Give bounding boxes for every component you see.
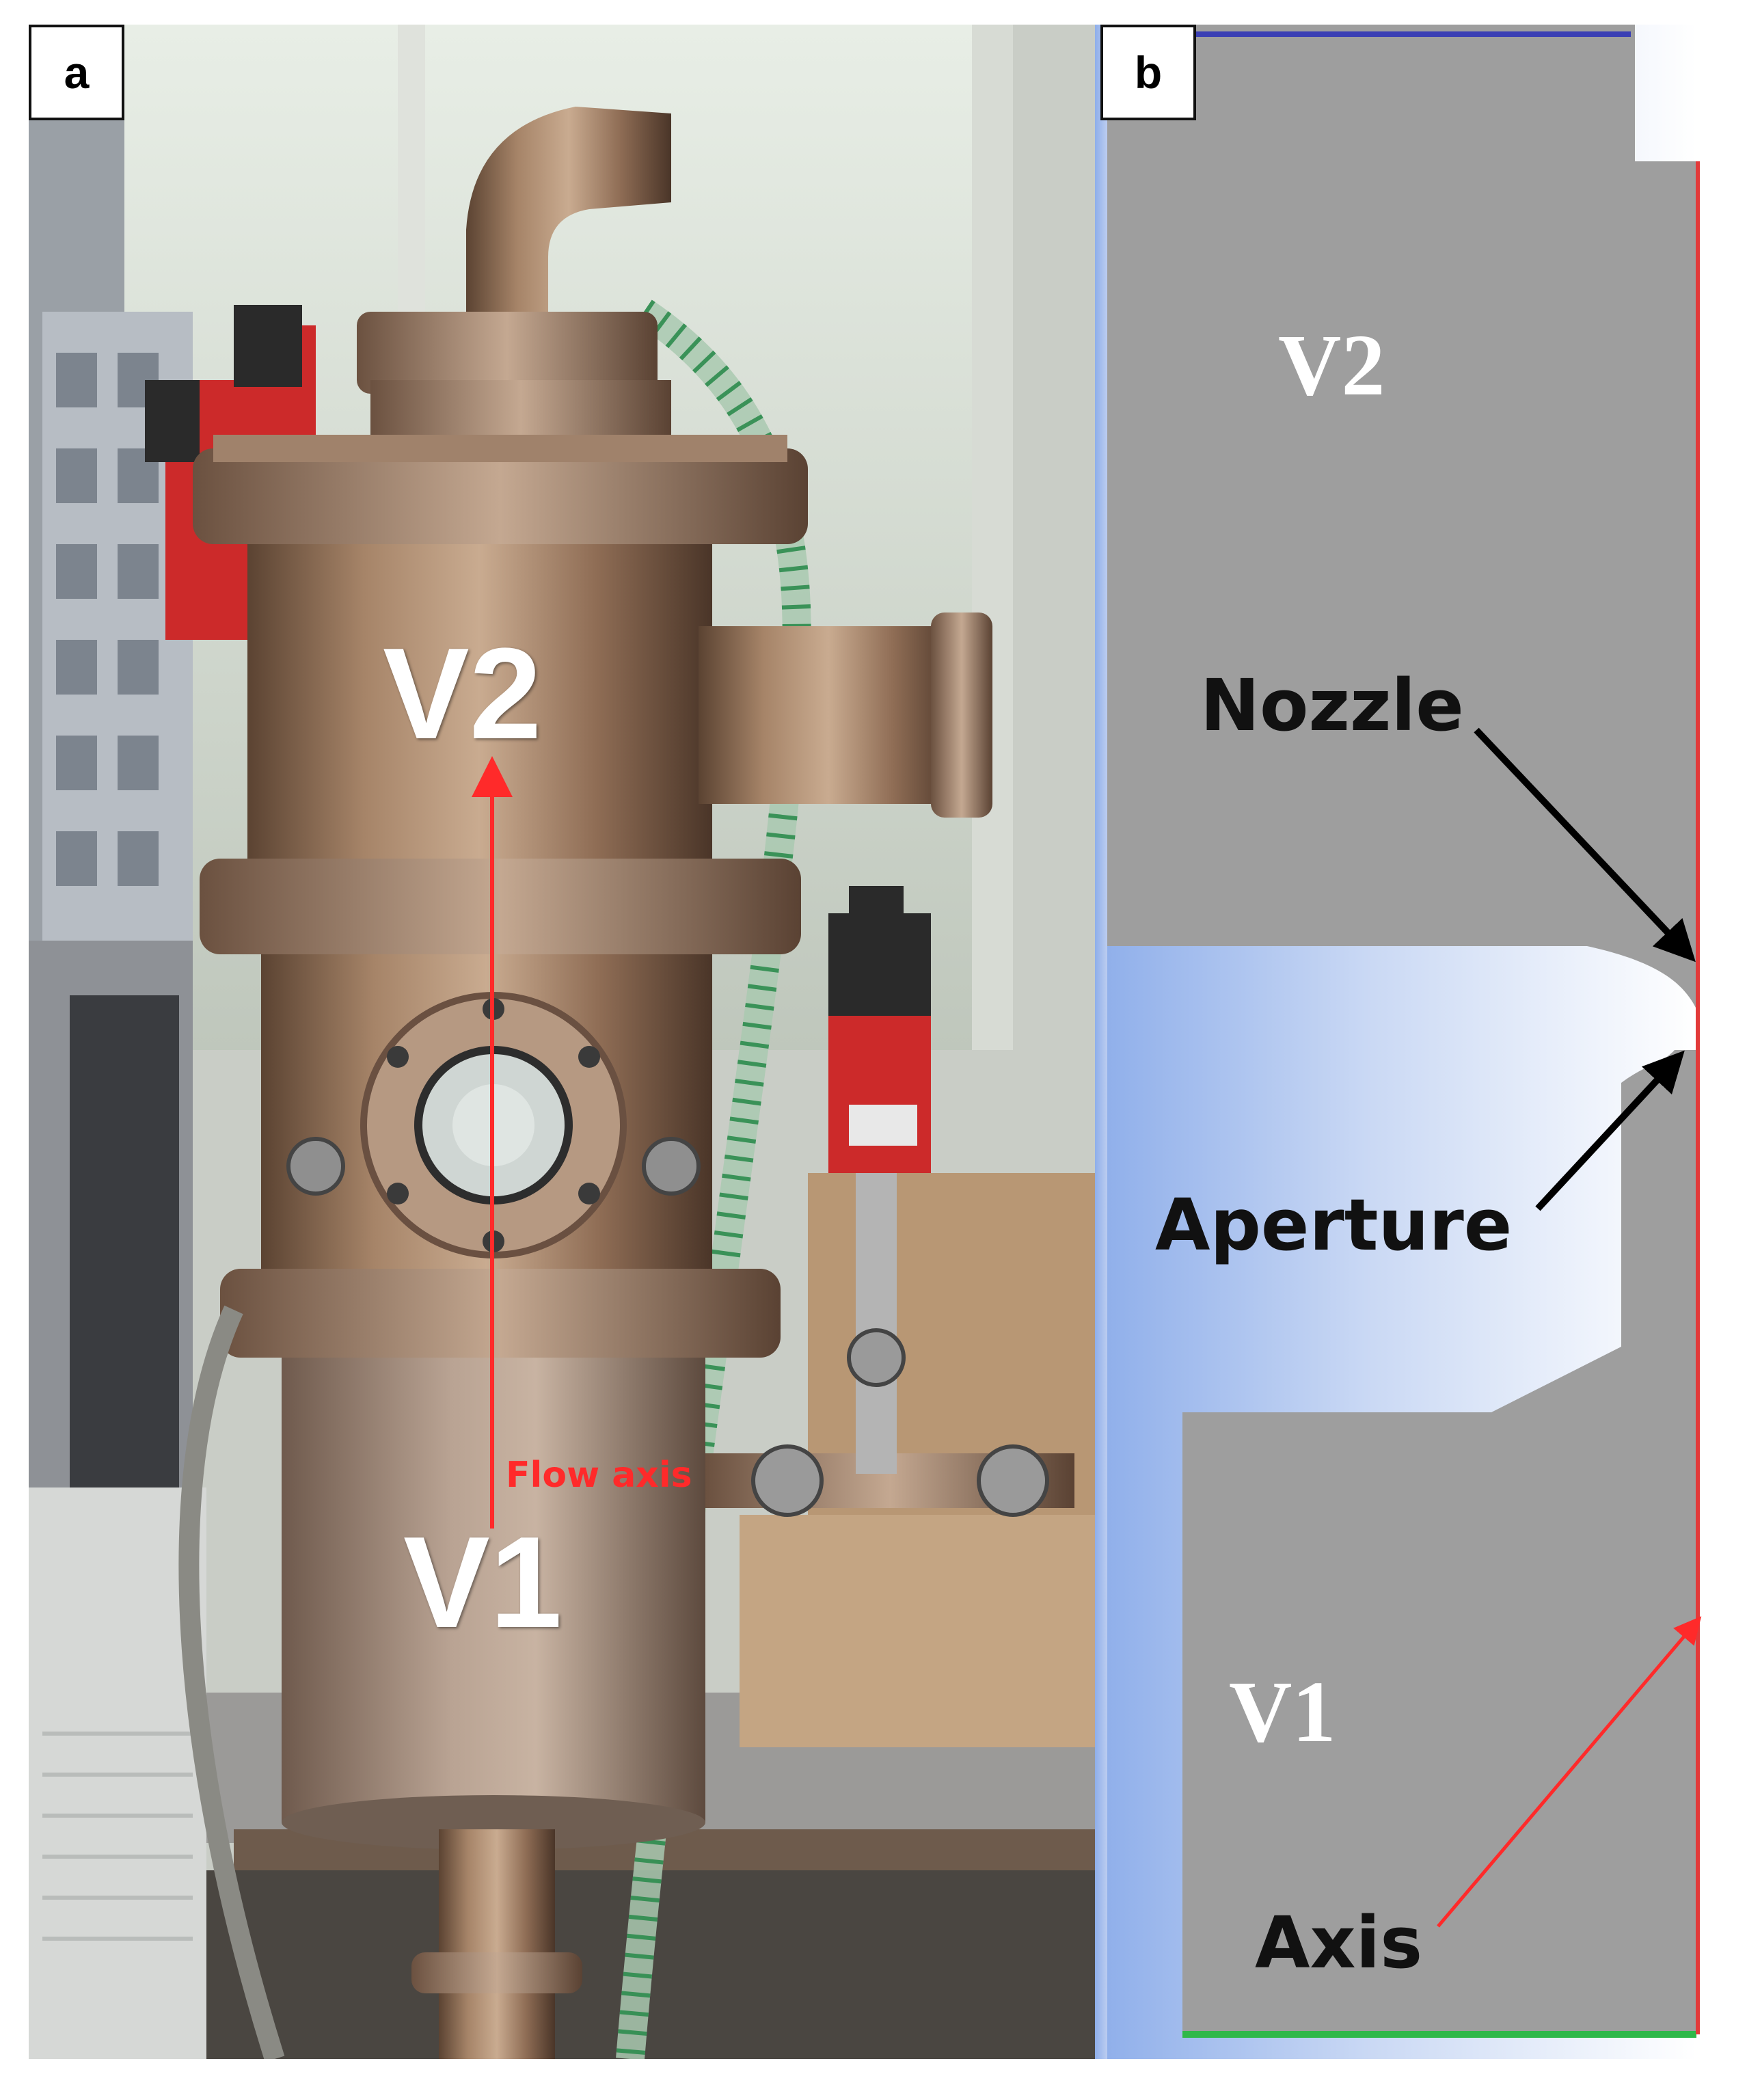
upper-solid-region	[1107, 25, 1696, 946]
label-flow-axis: Flow axis	[506, 1455, 692, 1496]
label-b-v2: V2	[1278, 317, 1385, 414]
label-a-v2: V2	[383, 621, 542, 766]
panel-a-tag: a	[29, 25, 124, 120]
cfd-domain-diagram	[1095, 25, 1718, 2059]
label-a-v1: V1	[403, 1510, 563, 1655]
label-aperture: Aperture	[1155, 1183, 1513, 1267]
panel-b-domain	[1095, 25, 1718, 2059]
panel-b-tag: b	[1100, 25, 1196, 120]
label-nozzle: Nozzle	[1200, 664, 1464, 747]
left-boundary	[1095, 25, 1107, 2059]
panel-a-photo	[29, 25, 1095, 2059]
label-axis: Axis	[1255, 1901, 1423, 1984]
apparatus-photo	[29, 25, 1095, 2059]
label-b-v1: V1	[1229, 1663, 1336, 1760]
